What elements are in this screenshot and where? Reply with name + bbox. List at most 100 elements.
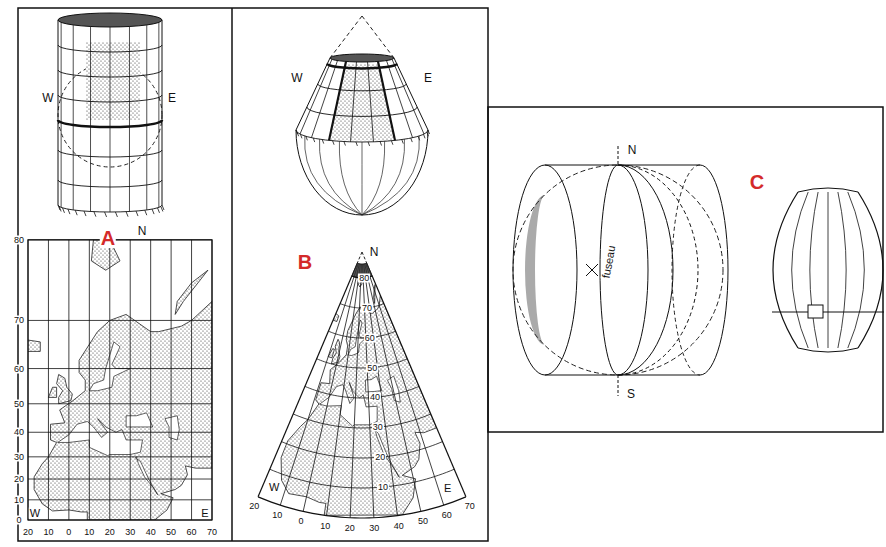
- meridian-line: [339, 141, 362, 215]
- latitude-number: 80: [13, 235, 25, 244]
- map-border: [28, 240, 212, 520]
- meridian-line: [158, 22, 159, 207]
- meridian-line: [61, 22, 62, 207]
- latitude-number: 30: [372, 423, 384, 432]
- torn-edge: [391, 141, 393, 145]
- parallel-line: [28, 499, 212, 500]
- meridian-line: [378, 61, 395, 140]
- globe-outline: [513, 165, 723, 375]
- meridian-line: [372, 276, 466, 497]
- meridian-line: [350, 278, 361, 518]
- latitude-number: 10: [13, 495, 25, 504]
- torn-edge: [84, 211, 86, 216]
- meridian-line: [171, 240, 172, 520]
- meridian-line: [773, 192, 798, 348]
- cylinder-end: [700, 165, 728, 375]
- compass-letter: E: [200, 508, 209, 519]
- torn-edge: [322, 140, 324, 144]
- torn-edge: [428, 130, 430, 134]
- parallel-line: [296, 130, 428, 142]
- parallel-line: [258, 497, 466, 518]
- torn-edge: [356, 142, 358, 146]
- panel-frame: [488, 107, 883, 432]
- panel-letter: C: [749, 172, 765, 192]
- meridian-line: [305, 136, 362, 215]
- projected-area: [86, 42, 140, 120]
- equator-line: [772, 312, 884, 313]
- meridian-line: [362, 136, 419, 215]
- meridian-line: [90, 26, 91, 211]
- compass-letter: N: [369, 246, 380, 258]
- latitude-number: 10: [377, 483, 389, 492]
- meridian-line: [362, 141, 385, 215]
- latitude-number: 60: [364, 333, 376, 342]
- torn-edge: [368, 142, 370, 146]
- meridian-line: [191, 240, 192, 520]
- mercator-map: [20, 240, 212, 520]
- torn-edge: [300, 134, 302, 138]
- projection-term: fuseau: [601, 244, 618, 280]
- meridian-line: [311, 61, 337, 138]
- longitude-number: 60: [186, 528, 198, 537]
- parallel-line: [307, 107, 417, 116]
- meridian-line: [368, 62, 374, 142]
- latitude-number: 70: [13, 316, 25, 325]
- cone-side: [296, 58, 330, 130]
- cylinder-projection-figure: [58, 13, 164, 217]
- torn-edge: [313, 138, 315, 142]
- torn-edge: [306, 136, 308, 140]
- torn-edge: [297, 132, 299, 136]
- compass-letter: E: [167, 92, 177, 104]
- island: [48, 387, 56, 397]
- torn-edge: [411, 138, 413, 142]
- meridian-line: [351, 62, 357, 142]
- torn-edge: [162, 205, 164, 210]
- meridian-line: [327, 278, 359, 516]
- meridian-line: [368, 277, 421, 511]
- meridian-line: [848, 192, 865, 348]
- longitude-number: 10: [42, 528, 54, 537]
- cone-side: [394, 58, 428, 130]
- latitude-number: 30: [13, 452, 25, 461]
- meridian-line: [362, 142, 363, 215]
- cone-projection-figure: [296, 16, 430, 215]
- compass-letter: W: [268, 482, 280, 493]
- torn-edge: [94, 212, 96, 217]
- longitude-number: 20: [248, 502, 260, 511]
- meridian-line: [48, 240, 49, 520]
- inland-sea: [135, 457, 157, 495]
- meridian-line: [362, 139, 405, 215]
- cone-apex-line: [362, 252, 367, 263]
- meridian-line: [130, 240, 131, 520]
- transverse-cylinder-figure: [513, 146, 728, 396]
- torn-edge: [105, 212, 107, 217]
- cone-apex-line: [357, 252, 362, 263]
- longitude-number: 70: [206, 528, 218, 537]
- meridian-line: [838, 192, 846, 348]
- cylinder-side: [58, 20, 59, 205]
- longitude-number: 40: [145, 528, 157, 537]
- meridian-arc: [600, 165, 618, 375]
- meridian-line: [370, 277, 444, 505]
- longitude-number: 50: [417, 517, 429, 526]
- meridian-line: [300, 59, 332, 134]
- meridian-line: [858, 192, 883, 348]
- longitude-number: 10: [319, 521, 331, 530]
- longitude-number: 50: [165, 528, 177, 537]
- meridian-arc: [618, 165, 698, 375]
- conic-map: [258, 252, 466, 518]
- gore-edge: [798, 188, 858, 192]
- globe-lower-half: [296, 130, 428, 215]
- parallel-line: [28, 479, 212, 480]
- meridian-line: [73, 25, 74, 210]
- parallel-line: [58, 95, 162, 102]
- compass-letter: N: [137, 225, 148, 237]
- cone-apex-line: [330, 16, 362, 58]
- meridian-line: [89, 240, 90, 520]
- parallel-line: [58, 45, 162, 52]
- panel-frame: [18, 8, 488, 541]
- island: [374, 284, 375, 303]
- axis-line: [618, 146, 619, 165]
- longitude-number: 40: [393, 521, 405, 530]
